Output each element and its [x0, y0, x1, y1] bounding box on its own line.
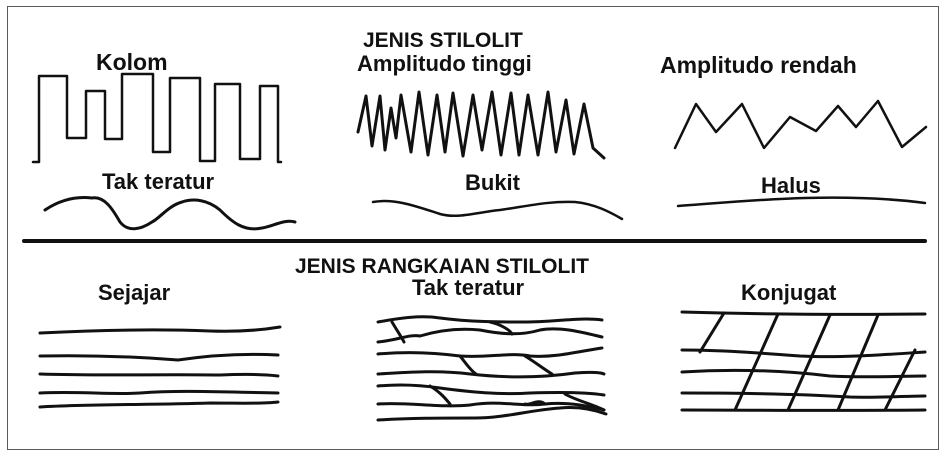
amplitudo-rendah-stylolite-sketch [675, 101, 926, 148]
halus-stylolite-sketch [678, 198, 925, 206]
tak-teratur-rangkaian-sketch [378, 317, 606, 420]
amplitudo-tinggi-stylolite-sketch [358, 92, 604, 158]
kolom-stylolite-sketch [33, 74, 281, 162]
sejajar-rangkaian-sketch [40, 327, 280, 407]
bukit-stylolite-sketch [373, 201, 622, 219]
tak-teratur-stylolite-sketch [45, 198, 295, 229]
konjugat-rangkaian-sketch [682, 312, 925, 410]
